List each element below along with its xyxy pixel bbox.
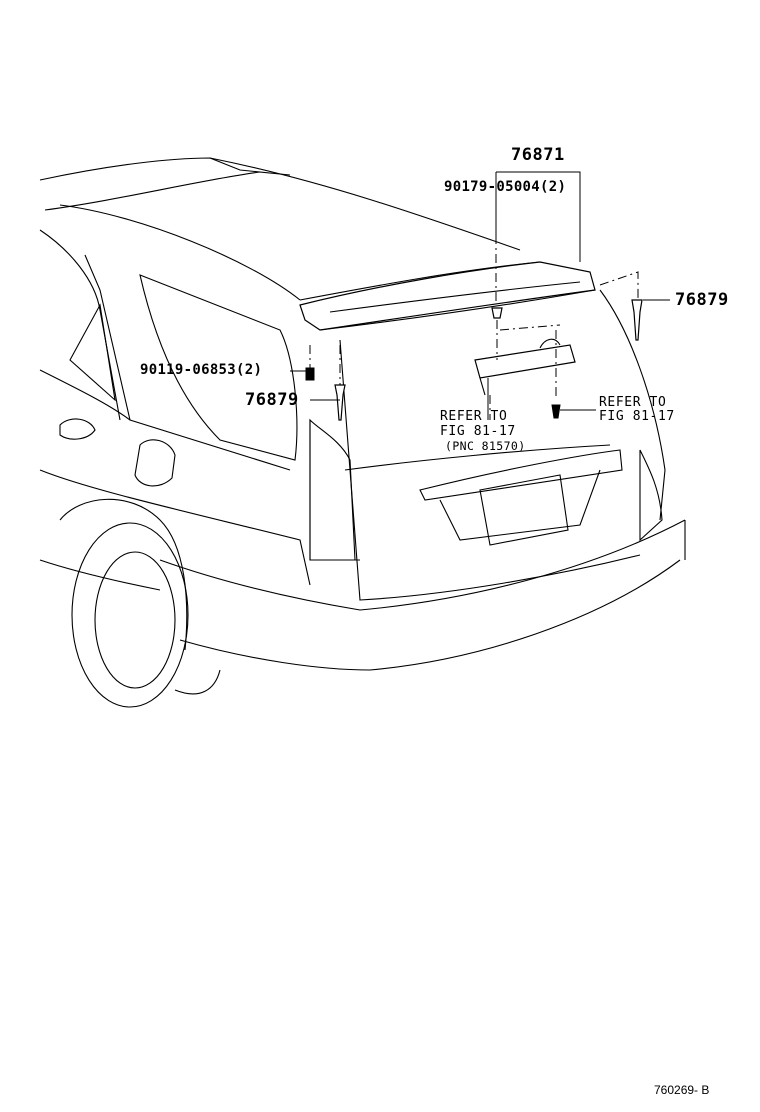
rear-spoiler-part (299, 261, 596, 331)
part-number-screw-top: 90179-05004(2) (444, 179, 567, 195)
reference-left-line3: (PNC 81570) (445, 439, 526, 453)
part-number-clip-right: 76879 (675, 290, 729, 310)
reference-right-line2: FIG 81-17 (599, 409, 675, 424)
leader-lines (290, 171, 670, 420)
reference-right-line1: REFER TO (599, 395, 667, 410)
part-number-clip-left: 76879 (245, 390, 299, 410)
part-number-screw-left: 90119-06853(2) (140, 362, 263, 378)
fasteners (305, 299, 643, 421)
figure-id: 760269- B (654, 1083, 710, 1097)
reference-left-line1: REFER TO (440, 409, 508, 424)
stop-lamp-part (474, 338, 576, 396)
reference-left-line2: FIG 81-17 (440, 424, 516, 439)
vehicle-outline (39, 157, 686, 708)
part-number-spoiler: 76871 (511, 145, 565, 165)
assembly-lines (309, 235, 639, 420)
